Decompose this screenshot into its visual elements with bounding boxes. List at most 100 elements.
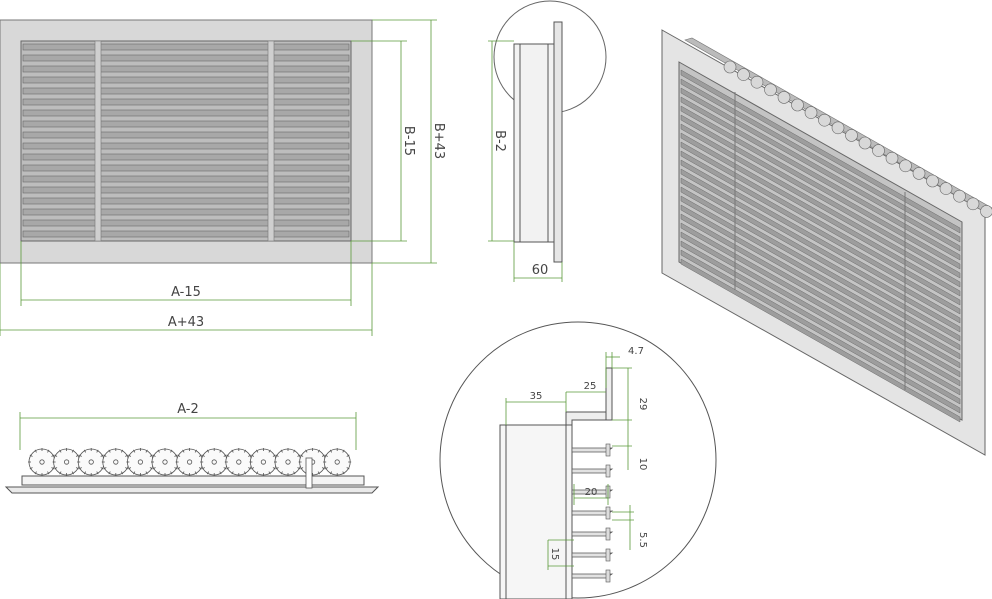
iso-blade-end xyxy=(899,159,912,173)
blade-tooth xyxy=(47,449,50,453)
blade-tooth xyxy=(300,467,304,470)
blade-section xyxy=(299,448,327,476)
iso-blade-end xyxy=(885,151,899,165)
blade-tooth xyxy=(125,454,129,457)
iso-blade xyxy=(680,168,961,333)
dim-side-height: B-2 xyxy=(492,130,507,152)
blade-tooth xyxy=(145,471,148,475)
blade-tooth xyxy=(243,471,247,475)
blade-tooth xyxy=(174,467,178,470)
iso-blade xyxy=(680,195,961,360)
blade-section xyxy=(249,448,277,476)
blade-tooth xyxy=(231,449,234,453)
blade-tooth xyxy=(324,454,328,457)
dim-4-7: 4.7 xyxy=(628,346,644,357)
blade-tooth xyxy=(223,467,227,470)
detail-body xyxy=(499,424,573,599)
front-view: A-15 A+43 B-15 B+43 xyxy=(0,19,446,336)
front-blade xyxy=(22,142,350,150)
iso-blade-end xyxy=(737,68,750,81)
detail-view: 35 25 4.7 29 10 20 5.5 15 xyxy=(439,321,717,599)
blade-tooth xyxy=(342,449,345,453)
blade-tooth xyxy=(268,449,271,453)
detail-circle xyxy=(439,321,717,599)
iso-blade xyxy=(680,96,961,261)
front-blade xyxy=(22,120,350,128)
blade-tooth xyxy=(256,471,259,475)
blade-tooth xyxy=(297,467,301,470)
blade-section xyxy=(274,448,302,476)
blade-tooth xyxy=(329,449,333,453)
blade-tooth xyxy=(133,449,136,453)
blade-tooth xyxy=(83,449,87,453)
front-blade xyxy=(22,43,350,51)
front-blade xyxy=(22,208,350,216)
blade-pivot xyxy=(162,459,168,465)
front-support-right xyxy=(267,40,275,242)
blade-section xyxy=(126,448,154,476)
blade-tooth xyxy=(272,454,276,457)
blade-tooth xyxy=(226,454,230,457)
iso-blade-end xyxy=(872,144,885,157)
dim-5-5: 5.5 xyxy=(637,532,648,548)
blade-tooth xyxy=(100,454,104,457)
detail-flange xyxy=(565,411,607,426)
blade-tooth xyxy=(293,449,296,453)
bottom-support xyxy=(305,457,313,489)
iso-blade-end xyxy=(818,113,831,127)
blade-tooth xyxy=(128,454,132,457)
iso-blade xyxy=(680,87,961,252)
blade-tooth xyxy=(120,471,124,475)
blade-tooth xyxy=(177,454,181,457)
side-body xyxy=(513,43,555,243)
iso-blade xyxy=(680,114,961,279)
front-opening xyxy=(20,40,352,242)
front-support-left xyxy=(94,40,102,242)
iso-blade xyxy=(680,78,961,243)
iso-blade-end xyxy=(750,75,764,89)
blade-tooth xyxy=(103,467,107,470)
blade-tooth xyxy=(75,454,79,457)
iso-blade xyxy=(680,213,961,378)
blade-tooth xyxy=(54,454,58,457)
blade-tooth xyxy=(78,454,82,457)
blade-tooth xyxy=(268,471,271,475)
blade-tooth xyxy=(206,471,210,475)
blade-tooth xyxy=(226,467,230,470)
iso-blade xyxy=(680,204,961,369)
blade-tooth xyxy=(108,449,111,453)
blade-tooth xyxy=(71,471,74,475)
iso-blade-end xyxy=(858,136,872,150)
blade-section xyxy=(176,448,204,476)
iso-blade-end xyxy=(980,205,992,218)
iso-blade-ends xyxy=(723,60,992,218)
blade-tooth xyxy=(256,449,259,453)
front-blade xyxy=(22,164,350,172)
dim-width-inner: A-15 xyxy=(171,285,201,300)
dim-29: 29 xyxy=(637,398,648,411)
front-blade xyxy=(22,186,350,194)
front-blade xyxy=(22,219,350,227)
blade-section xyxy=(225,448,253,476)
iso-blade xyxy=(680,132,961,297)
blade-pivot xyxy=(260,459,266,465)
blade-tooth xyxy=(317,449,320,453)
dim-20: 20 xyxy=(585,487,598,498)
blade-pivot xyxy=(334,459,340,465)
blade-tooth xyxy=(34,449,37,453)
iso-blade-end xyxy=(777,91,791,104)
dim-side-depth: 60 xyxy=(532,263,549,278)
iso-blade-end xyxy=(966,197,980,211)
blade-section xyxy=(28,448,56,476)
detail-blade-tip xyxy=(605,443,611,457)
blade-pivot xyxy=(113,459,119,465)
iso-blade xyxy=(680,105,961,270)
blade-tooth xyxy=(321,454,325,457)
iso-blade-end xyxy=(804,106,818,119)
iso-blade-end xyxy=(845,129,858,142)
iso-blade xyxy=(680,186,961,351)
blade-tooth xyxy=(34,471,37,475)
blade-tooth xyxy=(157,471,160,475)
front-dimension-lines xyxy=(0,19,437,336)
